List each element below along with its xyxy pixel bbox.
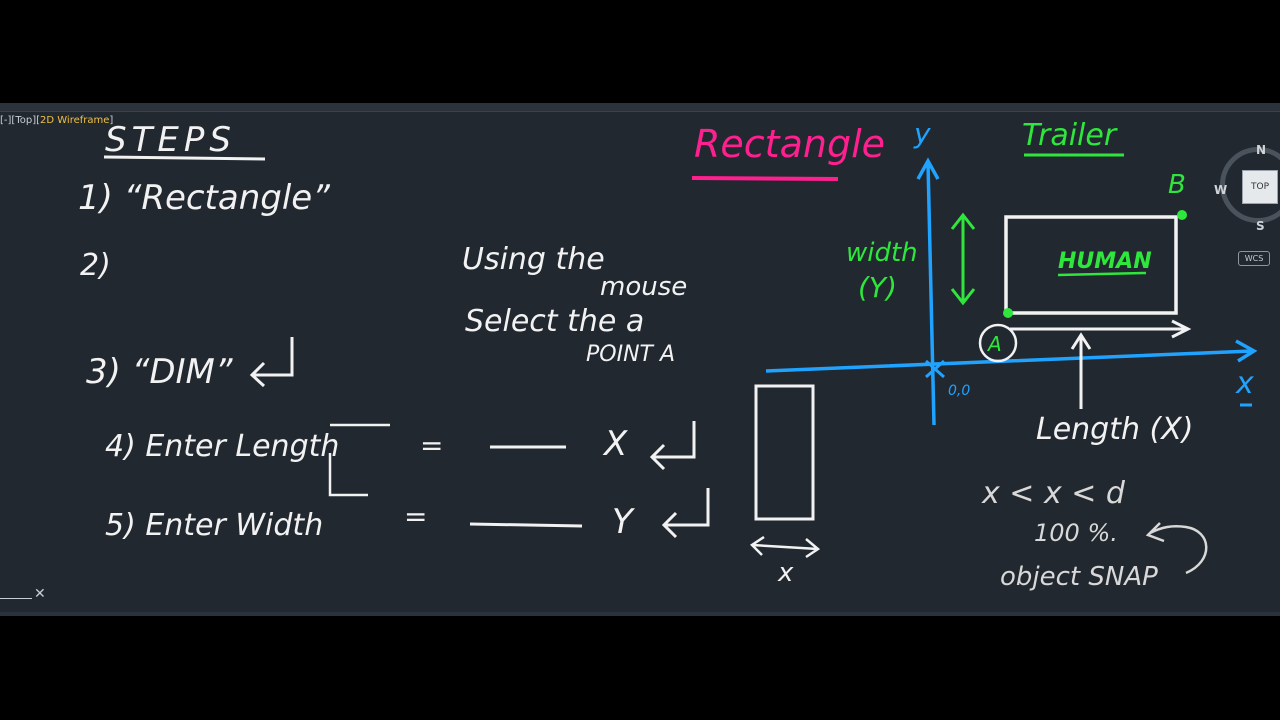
point-b-dot <box>1177 210 1187 220</box>
relation-note: x < x < d <box>981 476 1126 511</box>
steps-underline <box>103 155 266 161</box>
enter-arrow-4 <box>649 421 696 471</box>
step-5-equals: = <box>404 500 427 533</box>
trailer-label: Trailer <box>1022 118 1118 153</box>
steps-heading: STEPS <box>105 120 236 160</box>
step-5-variable: Y <box>612 502 635 542</box>
command-line-edge <box>0 598 32 599</box>
step-4-label: 4) Enter Length <box>105 429 339 464</box>
point-a-label: A <box>986 332 1002 356</box>
note-line-4: POINT A <box>586 342 675 367</box>
note-line-2: mouse <box>600 272 687 302</box>
viewport-controls[interactable]: [-][Top][2D Wireframe] <box>0 115 114 126</box>
width-variable: (Y) <box>858 271 897 304</box>
trailer-rectangle <box>1004 215 1178 315</box>
note-line-1: Using the <box>462 242 605 277</box>
origin-label: 0,0 <box>948 383 970 399</box>
viewcube[interactable]: N W S TOP WCS <box>1212 143 1280 266</box>
length-double-arrow <box>750 535 821 559</box>
x-axis <box>765 339 1258 373</box>
human-underline <box>1057 271 1147 277</box>
letterbox-top <box>0 0 1280 103</box>
title-underline <box>691 176 839 181</box>
step-5-label: 5) Enter Width <box>105 508 323 543</box>
close-icon[interactable]: ✕ <box>34 586 46 602</box>
compass-ring[interactable] <box>1220 147 1280 223</box>
length-label: Length (X) <box>1036 412 1194 447</box>
point-a-circle <box>978 323 1018 363</box>
sketch-rectangle <box>754 384 815 521</box>
step-4-equals: = <box>420 429 443 462</box>
enter-arrow-3 <box>249 337 294 388</box>
step-4-scribble <box>328 423 390 497</box>
view-name[interactable]: Top <box>15 115 33 126</box>
snap-note: object SNAP <box>1000 562 1158 592</box>
human-label: HUMAN <box>1058 249 1152 274</box>
step-3: 3) “DIM” <box>86 352 233 392</box>
compass-west[interactable]: W <box>1214 183 1228 197</box>
drawing-viewport[interactable]: [-][Top][2D Wireframe] STEPS 1) “Rectang… <box>0 103 1280 616</box>
snap-curved-arrow <box>1145 522 1208 575</box>
width-label: width <box>846 238 918 268</box>
status-strip <box>0 612 1280 616</box>
y-axis <box>916 157 940 426</box>
point-a-dot <box>1003 308 1013 318</box>
y-axis-label: y <box>913 117 931 150</box>
point-b-label: B <box>1168 170 1186 200</box>
rect-x-label: x <box>777 558 794 588</box>
step-5-blank <box>469 522 583 528</box>
letterbox-bottom <box>0 616 1280 720</box>
length-arrow <box>1010 319 1192 339</box>
compass-south[interactable]: S <box>1256 219 1265 233</box>
title-rectangle: Rectangle <box>694 122 885 166</box>
step-2: 2) <box>80 248 111 283</box>
step-4-variable: X <box>602 424 628 464</box>
x-axis-label: x <box>1235 366 1254 401</box>
viewcube-top-face[interactable]: TOP <box>1242 170 1278 204</box>
tab-strip <box>0 103 1280 112</box>
compass-north[interactable]: N <box>1256 143 1267 157</box>
wcs-menu-button[interactable]: WCS <box>1238 251 1270 266</box>
step-1: 1) “Rectangle” <box>78 178 330 218</box>
length-pointer <box>1070 332 1092 409</box>
drawing-canvas[interactable]: STEPS 1) “Rectangle” 2) 3) “DIM” 4) Ente… <box>0 103 1280 616</box>
enter-arrow-5 <box>661 488 710 539</box>
width-arrow <box>950 212 976 306</box>
note-line-3: Select the a <box>465 304 644 339</box>
visual-style[interactable]: 2D Wireframe <box>40 115 110 126</box>
percent-note: 100 %. <box>1034 519 1118 547</box>
origin-cross <box>925 359 945 379</box>
